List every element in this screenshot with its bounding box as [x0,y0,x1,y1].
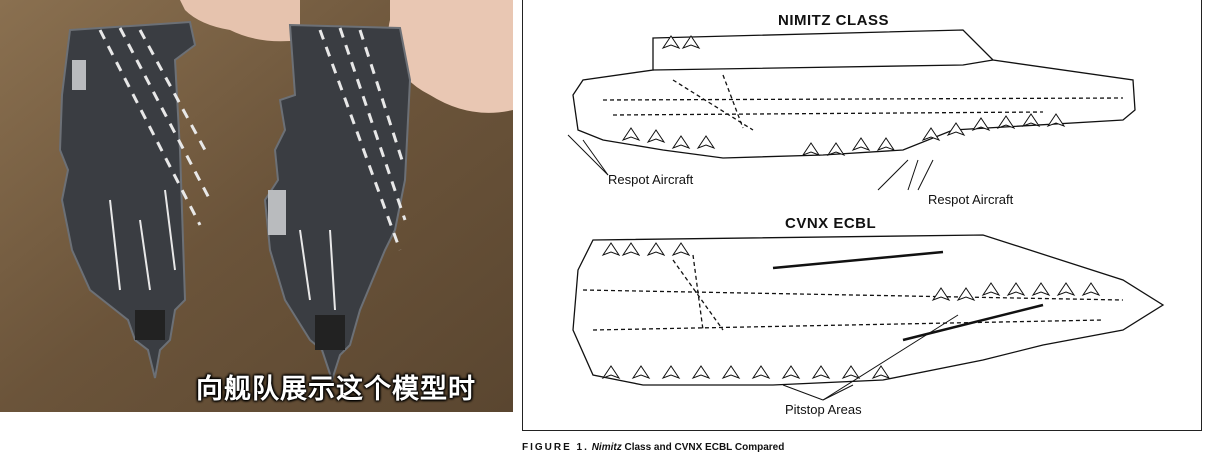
pitstop-areas-label: Pitstop Areas [785,402,862,417]
hand-right [388,0,513,113]
carrier-comparison-diagram: NIMITZ CLASS CVNX ECBL Respot Aircraft R… [522,0,1202,431]
cvnx-catapult-strokes [772,250,1044,342]
deck-right-lines [299,229,336,311]
diagram-drawing [567,29,1165,401]
cvnx-hull-outline [572,234,1165,386]
deck-left-markings [98,27,212,226]
deck-right-markings [318,27,407,251]
cvnx-deck-lines [582,254,1124,331]
nimitz-aircraft [621,35,1066,157]
hand-left [180,0,300,42]
bow-left-dark [135,310,165,340]
island-left [72,60,86,90]
caption-italic-term: Nimitz [591,442,622,453]
deck-model-left [58,20,197,379]
island-right [268,190,286,235]
nimitz-hull-outline [572,29,1136,159]
leader-lines [567,134,959,401]
deck-left-lines [109,189,176,291]
respot-aircraft-label-right: Respot Aircraft [928,192,1014,207]
nimitz-deck-lines [602,74,1124,131]
bow-right-dark [315,315,345,350]
cvnx-ecbl-title: CVNX ECBL [785,215,877,232]
carrier-model-photo: 向舰队展示这个模型时 [0,0,513,412]
figure-caption: FIGURE 1. Nimitz Class and CVNX ECBL Com… [522,442,784,453]
nimitz-angled-deck [652,59,994,71]
photo-illustration [0,0,513,412]
caption-rest: Class and CVNX ECBL Compared [624,442,785,453]
nimitz-class-title: NIMITZ CLASS [778,12,889,29]
video-subtitle: 向舰队展示这个模型时 [196,374,476,405]
respot-aircraft-label-left: Respot Aircraft [608,172,694,187]
caption-figure-number: FIGURE 1. [522,442,589,453]
cvnx-aircraft [601,242,1101,380]
